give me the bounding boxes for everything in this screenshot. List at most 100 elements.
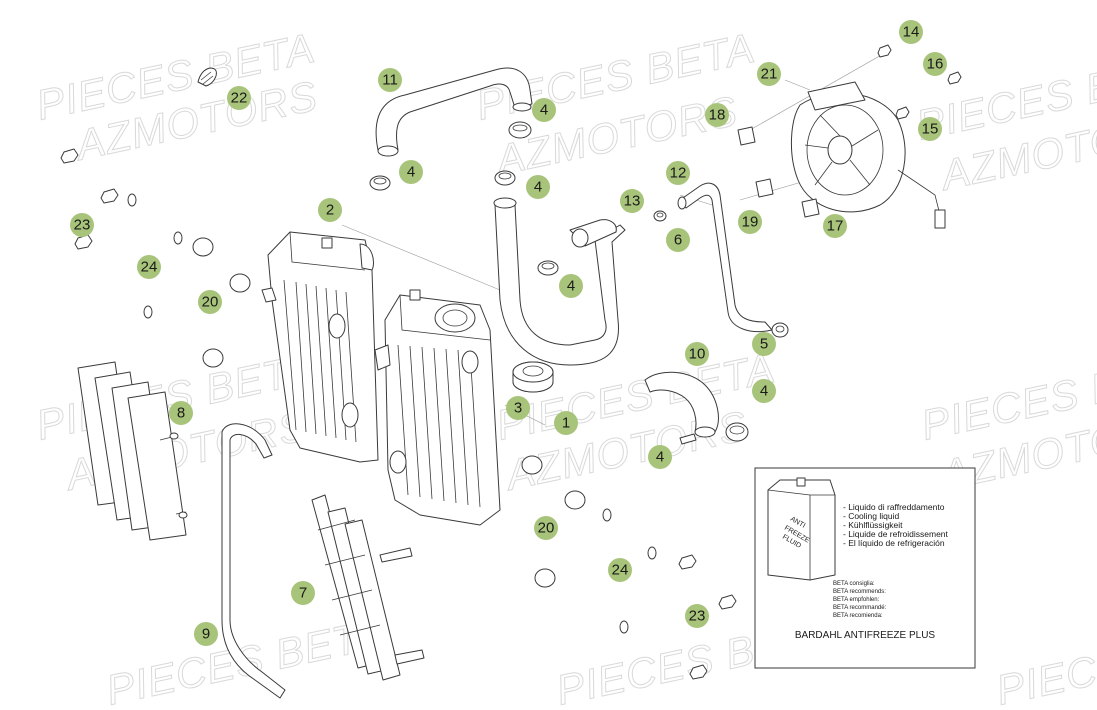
liquid-name-en: - Cooling liquid [843, 511, 899, 521]
callout-marker [399, 160, 423, 184]
callout-marker [823, 214, 847, 238]
callout-label: 15 [922, 121, 939, 138]
callout: 15 [918, 117, 942, 141]
callout: 14 [899, 20, 923, 44]
callout-marker [227, 86, 251, 110]
fitting-part [653, 210, 667, 222]
callout-label: 16 [927, 56, 944, 73]
callout-label: 12 [670, 165, 687, 182]
callout: 9 [194, 622, 218, 646]
callout: 24 [137, 255, 161, 279]
callout: 6 [666, 228, 690, 252]
callout-marker [70, 213, 94, 237]
callout-label: 4 [656, 449, 664, 466]
callout-label: 22 [231, 90, 248, 107]
liquid-name-fr: - Liquide de refroidissement [843, 529, 949, 539]
liquid-names: - Liquido di raffreddamento - Cooling li… [843, 502, 949, 548]
callout: 4 [648, 445, 672, 469]
callout-label: 4 [567, 278, 575, 295]
callout: 11 [378, 68, 402, 92]
callout: 4 [559, 274, 583, 298]
callout-label: 9 [202, 626, 210, 643]
callout-marker [198, 290, 222, 314]
recommend-es: BETA recomienda: [833, 613, 883, 619]
callout-label: 21 [761, 66, 778, 83]
watermark-line1: PIECES BETA [992, 609, 1097, 710]
antifreeze-panel: ANTI FREEZE FLUID - Liquido di raffredda… [754, 467, 976, 669]
callout-label: 18 [709, 107, 726, 124]
recommend-fr: BETA recommandé: [833, 605, 887, 611]
callout-label: 13 [624, 193, 641, 210]
callout-label: 4 [760, 383, 768, 400]
callout-marker [608, 558, 632, 582]
callout-label: 20 [202, 294, 219, 311]
product-name: BARDAHL ANTIFREEZE PLUS [795, 630, 936, 641]
upper-hose [375, 67, 533, 157]
callout-marker [291, 581, 315, 605]
hose-clamps [369, 121, 749, 445]
callout: 23 [70, 213, 94, 237]
callout-label: 24 [612, 562, 629, 579]
lower-y-hose [493, 197, 626, 366]
callout: 4 [532, 98, 556, 122]
left-louver [77, 361, 188, 541]
callout-marker [685, 604, 709, 628]
callout: 13 [620, 189, 644, 213]
callout: 22 [227, 86, 251, 110]
callout-label: 14 [903, 24, 920, 41]
callout-label: 4 [540, 102, 548, 119]
callout-marker [194, 622, 218, 646]
callout-marker [918, 117, 942, 141]
callout: 19 [738, 210, 762, 234]
callout-marker [318, 198, 342, 222]
callout-marker [666, 228, 690, 252]
callout: 8 [169, 401, 193, 425]
right-louver [311, 494, 425, 681]
callout: 4 [752, 379, 776, 403]
callout-label: 23 [689, 608, 706, 625]
callout-marker [534, 516, 558, 540]
callout-label: 19 [742, 214, 759, 231]
callout-marker [752, 379, 776, 403]
liquid-name-it: - Liquido di raffreddamento [843, 502, 945, 512]
callout-label: 4 [407, 164, 415, 181]
left-radiator [261, 231, 379, 463]
hardware-right [521, 455, 737, 680]
callout: 5 [752, 332, 776, 356]
callout-marker [620, 189, 644, 213]
bent-hose [644, 371, 719, 438]
recommends-list: BETA consiglia: BETA recommends: BETA em… [833, 581, 887, 619]
callout-label: 7 [299, 585, 307, 602]
callout-label: 23 [74, 217, 91, 234]
recommend-it: BETA consiglia: [833, 581, 875, 587]
callout-marker [526, 175, 550, 199]
callout-marker [559, 274, 583, 298]
callout: 10 [685, 342, 709, 366]
callout: 4 [399, 160, 423, 184]
fluid-can-icon: ANTI FREEZE FLUID [767, 477, 836, 581]
clip-part [197, 67, 217, 87]
callout-marker [169, 401, 193, 425]
recommend-en: BETA recommends: [833, 589, 886, 595]
callout-marker [648, 445, 672, 469]
nut-part [771, 322, 789, 338]
liquid-name-es: - El líquido de refrigeración [843, 538, 945, 548]
right-radiator [374, 289, 501, 526]
callout: 7 [291, 581, 315, 605]
callout: 20 [534, 516, 558, 540]
callout: 4 [526, 175, 550, 199]
callout-label: 11 [382, 72, 398, 89]
liquid-name-de: - Kühlflüssigkeit [843, 520, 903, 530]
callout-label: 20 [538, 520, 555, 537]
callout-marker [705, 103, 729, 127]
callout: 18 [705, 103, 729, 127]
callout-marker [899, 20, 923, 44]
callout: 17 [823, 214, 847, 238]
callout: 12 [666, 161, 690, 185]
callout-marker [532, 98, 556, 122]
callout-marker [137, 255, 161, 279]
callout-label: 5 [760, 336, 768, 353]
callout-label: 24 [141, 259, 158, 276]
callout-label: 2 [326, 202, 334, 219]
